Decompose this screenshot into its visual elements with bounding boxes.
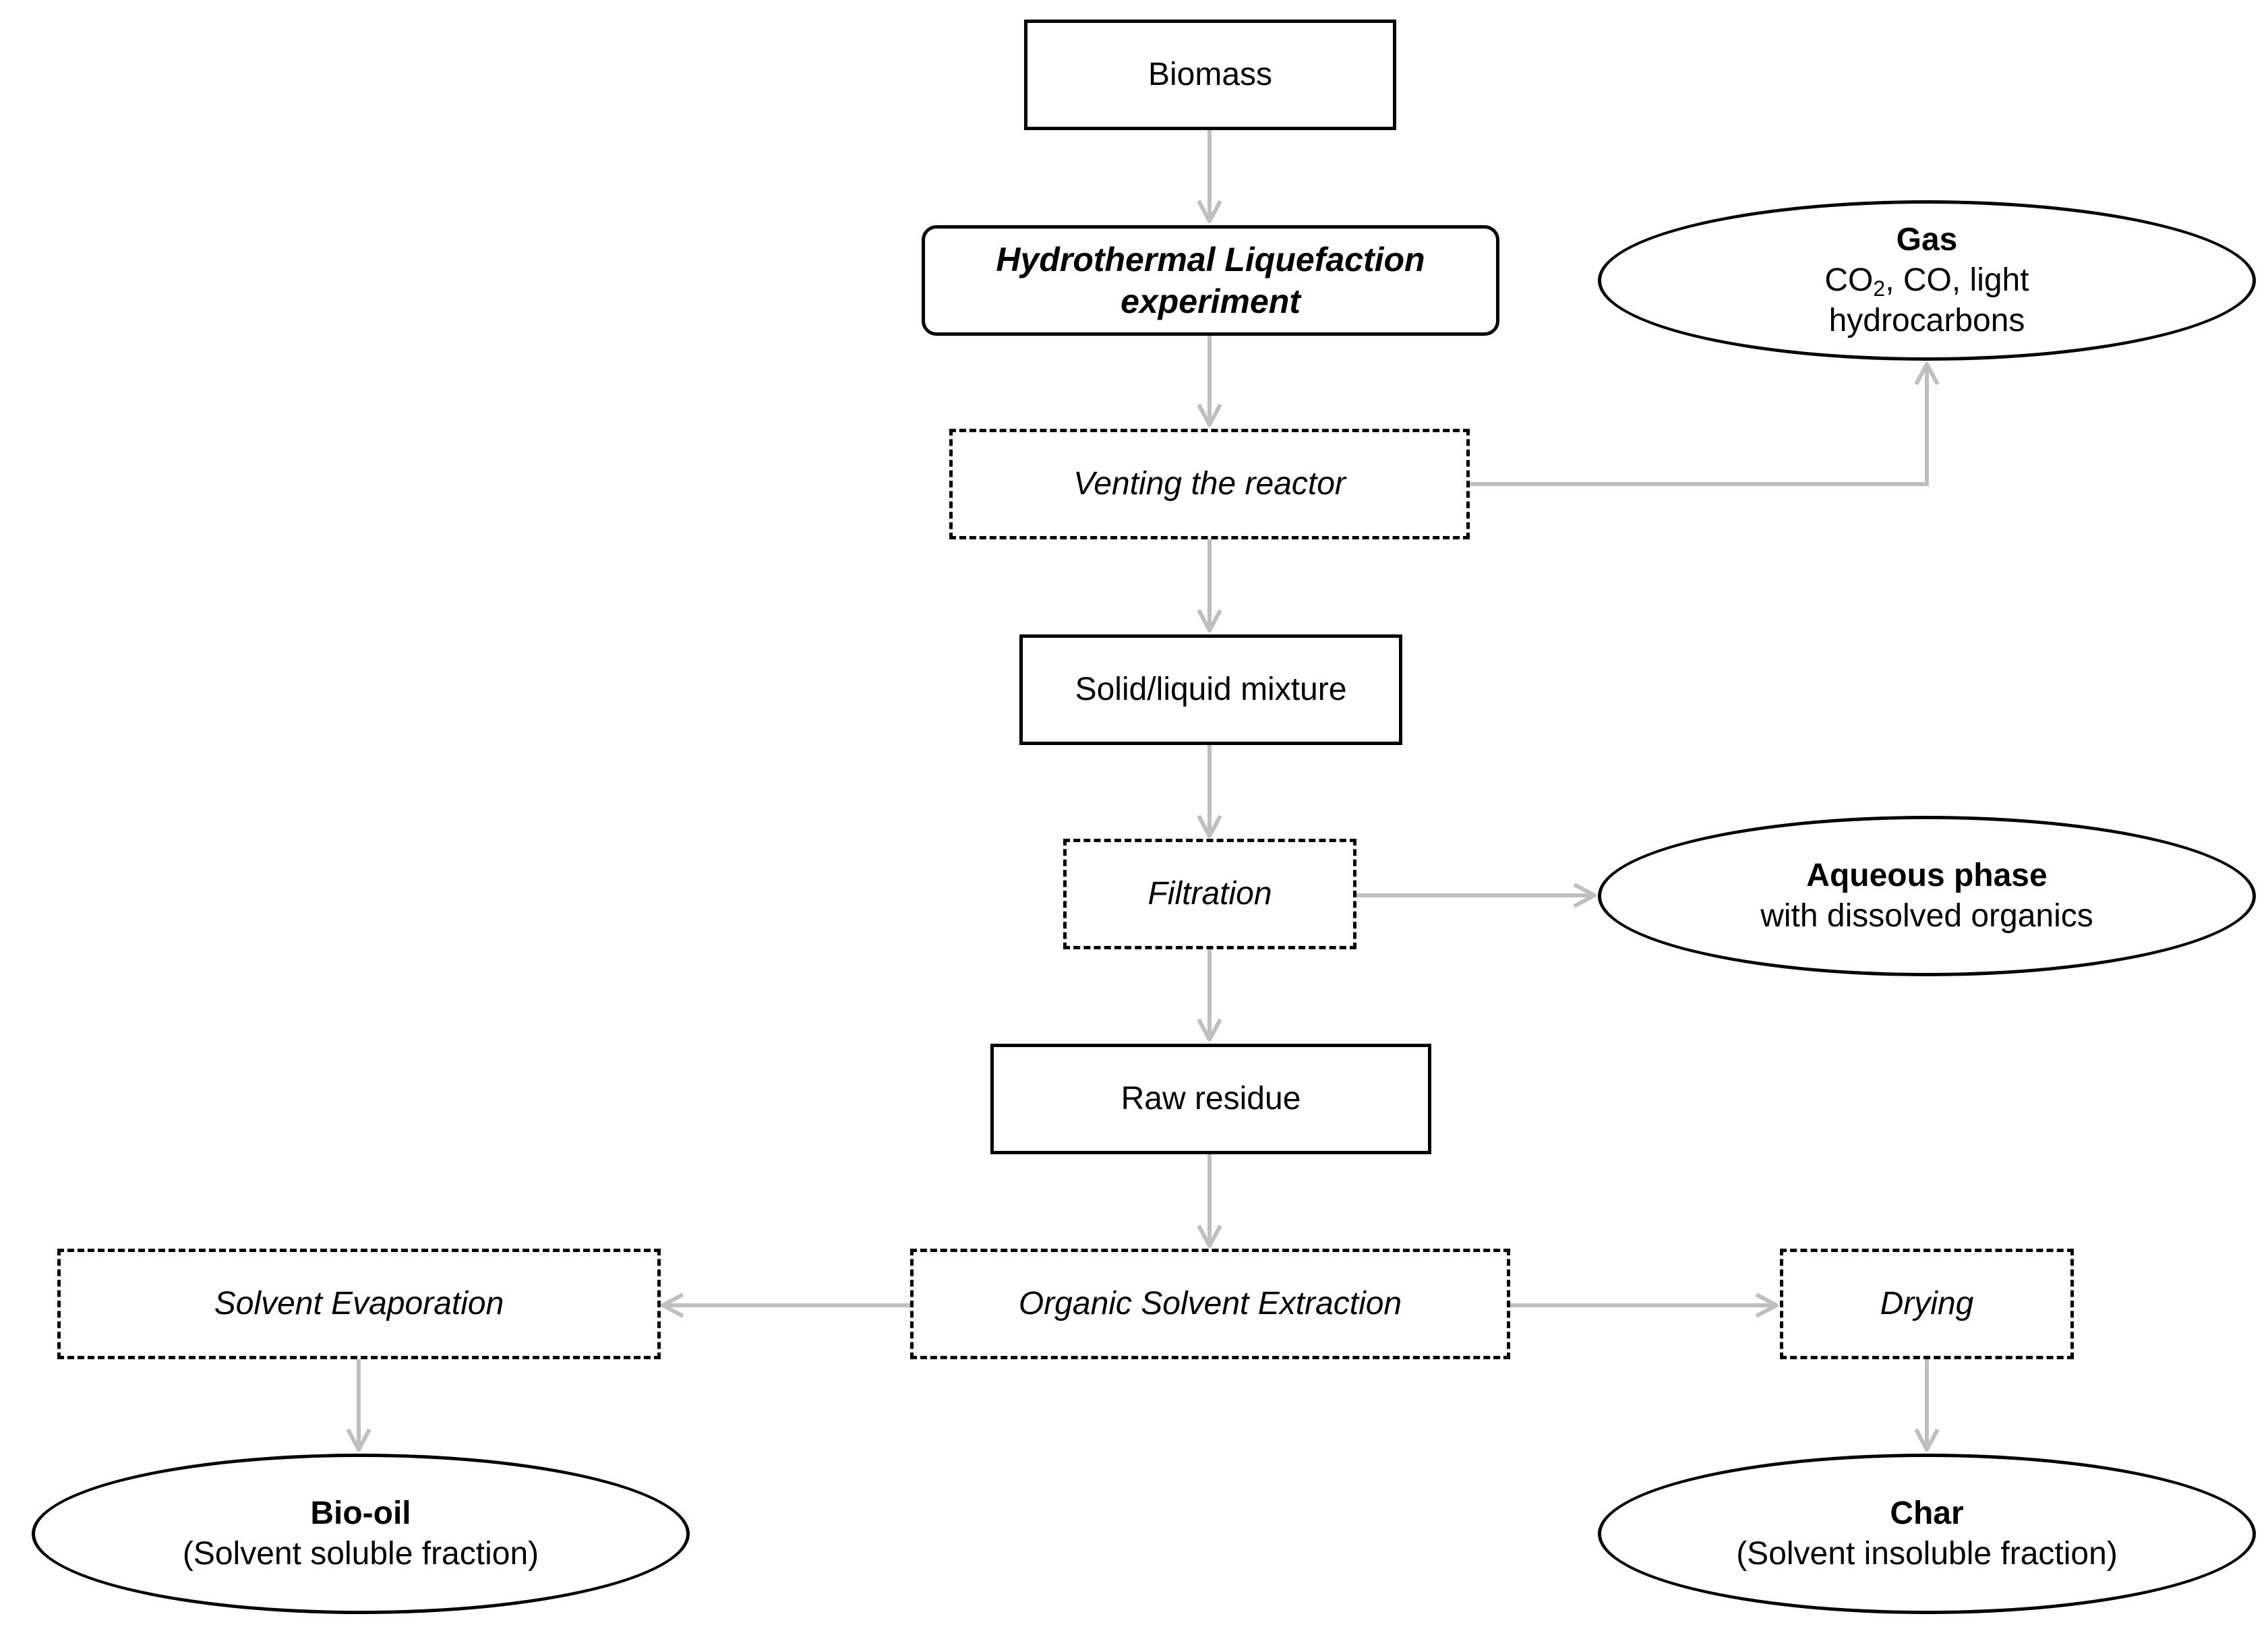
product-bio-oil: Bio-oil (Solvent soluble fraction) [32, 1454, 690, 1614]
product-gas: Gas CO2, CO, light hydrocarbons [1598, 200, 2256, 361]
node-drying-label: Drying [1880, 1286, 1974, 1321]
node-filtration-label: Filtration [1147, 876, 1272, 912]
product-biooil-title: Bio-oil [310, 1495, 411, 1531]
product-biooil-subtitle: (Solvent soluble fraction) [182, 1536, 539, 1572]
node-venting: Venting the reactor [949, 429, 1470, 539]
node-solid-liquid-label: Solid/liquid mixture [1075, 672, 1347, 707]
node-htl-label-line2: experiment [1121, 283, 1301, 320]
node-biomass-label: Biomass [1147, 57, 1273, 92]
node-drying: Drying [1780, 1249, 2074, 1359]
arrow-venting-to-gas [1470, 362, 1940, 486]
node-venting-label: Venting the reactor [1073, 466, 1346, 502]
node-htl-experiment: Hydrothermal Liquefaction experiment [922, 225, 1499, 336]
product-char-subtitle: (Solvent insoluble fraction) [1736, 1536, 2118, 1572]
product-gas-co2: CO [1824, 262, 1874, 298]
node-raw-residue-label: Raw residue [1121, 1081, 1301, 1117]
node-htl-label-line1: Hydrothermal Liquefaction [996, 240, 1425, 278]
node-filtration: Filtration [1063, 839, 1356, 949]
node-biomass: Biomass [1024, 20, 1396, 130]
product-gas-co2-subscript: 2 [1873, 276, 1886, 301]
product-aqueous-phase: Aqueous phase with dissolved organics [1598, 816, 2256, 976]
product-char: Char (Solvent insoluble fraction) [1598, 1454, 2256, 1614]
node-organic-solvent-extraction: Organic Solvent Extraction [910, 1249, 1510, 1359]
node-raw-residue: Raw residue [990, 1044, 1431, 1154]
product-gas-title: Gas [1896, 222, 1958, 258]
product-aqueous-subtitle: with dissolved organics [1760, 898, 2093, 934]
node-solvent-evaporation: Solvent Evaporation [57, 1249, 661, 1359]
product-gas-line1: CO2, CO, light [1824, 260, 2029, 301]
product-gas-line2: hydrocarbons [1828, 303, 2025, 338]
node-extraction-label: Organic Solvent Extraction [1018, 1286, 1402, 1321]
product-char-title: Char [1890, 1495, 1964, 1531]
node-solid-liquid-mixture: Solid/liquid mixture [1019, 634, 1402, 745]
product-aqueous-title: Aqueous phase [1806, 858, 2048, 893]
node-evaporation-label: Solvent Evaporation [214, 1286, 504, 1321]
product-gas-line1-rest: , CO, light [1885, 262, 2029, 298]
